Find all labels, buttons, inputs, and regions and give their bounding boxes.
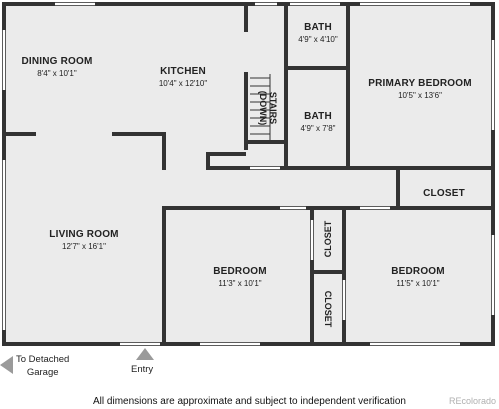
windows (2, 2, 495, 346)
room-bedroom-right: BEDROOM 11'5" x 10'1" (391, 266, 445, 288)
room-dims: 4'9" x 4'10" (298, 35, 338, 44)
wall-hall-top (206, 166, 398, 170)
wall-closets-left (310, 206, 314, 346)
room-dims: 10'4" x 12'10" (158, 79, 208, 88)
wall-bath-left (284, 4, 288, 170)
stairs-label: STAIRS (DOWN) (258, 90, 278, 126)
wall-bath-divider (284, 66, 350, 70)
wall-closets-right (342, 206, 346, 346)
room-name: DINING ROOM (21, 56, 93, 67)
entry-arrow-icon (136, 348, 154, 360)
room-dims: 11'3" x 10'1" (218, 279, 262, 288)
wall-living-stub (112, 132, 166, 136)
wall-dining-stub (6, 132, 36, 136)
wall-primary-bottom (346, 166, 495, 170)
wall-bedroom-left-left (162, 206, 166, 346)
wall-right (491, 2, 495, 346)
wall-kitchen-bottom-left-post (206, 152, 210, 170)
wall-closet-hall-left (396, 166, 400, 210)
wall-bath-right (346, 4, 350, 170)
stairs-treads (250, 74, 271, 140)
wall-top (2, 2, 495, 6)
closet-lower: CLOSET (323, 290, 333, 328)
room-dims: 8'4" x 10'1" (37, 69, 77, 78)
room-name: LIVING ROOM (49, 229, 119, 240)
entry-note: Entry (131, 364, 154, 375)
room-name: CLOSET (423, 188, 465, 199)
wall-closets-divider (310, 270, 346, 274)
room-dims: 4'9" x 7'8" (300, 124, 336, 133)
wall-stairs-left (244, 72, 248, 150)
floor-area (4, 4, 494, 345)
room-bedroom-left: BEDROOM 11'3" x 10'1" (213, 266, 267, 288)
room-name: BEDROOM (213, 266, 267, 277)
room-name: BEDROOM (391, 266, 445, 277)
disclaimer: All dimensions are approximate and subje… (93, 396, 406, 407)
room-name: KITCHEN (160, 66, 206, 77)
wall-kitchen-bottom-left (206, 152, 246, 156)
wall-living-stub-down (162, 132, 166, 170)
room-living: LIVING ROOM 12'7" x 16'1" (49, 229, 118, 251)
wall-bedrooms-top (162, 206, 495, 210)
closet-hall: CLOSET (423, 188, 465, 199)
room-bath-mid: BATH 4'9" x 7'8" (301, 111, 336, 133)
room-dims: 12'7" x 16'1" (62, 242, 106, 251)
room-kitchen: KITCHEN 10'4" x 12'10" (159, 66, 207, 88)
room-bath-top: BATH 4'9" x 4'10" (298, 22, 337, 44)
wall-kitchen-post (244, 4, 248, 32)
closet-upper: CLOSET (323, 220, 333, 258)
room-name: PRIMARY BEDROOM (368, 78, 472, 89)
room-name: BATH (304, 22, 332, 33)
room-name: BATH (304, 111, 332, 122)
garage-note: To Detached Garage (16, 354, 70, 378)
room-dims: 11'5" x 10'1" (396, 279, 440, 288)
garage-arrow-icon (0, 356, 13, 374)
room-primary-bedroom: PRIMARY BEDROOM 10'5" x 13'6" (368, 78, 472, 100)
room-dims: 10'5" x 13'6" (398, 91, 442, 100)
room-dining: DINING ROOM 8'4" x 10'1" (21, 56, 92, 78)
watermark: REcolorado (448, 396, 496, 406)
wall-stairs-bottom (244, 140, 288, 144)
